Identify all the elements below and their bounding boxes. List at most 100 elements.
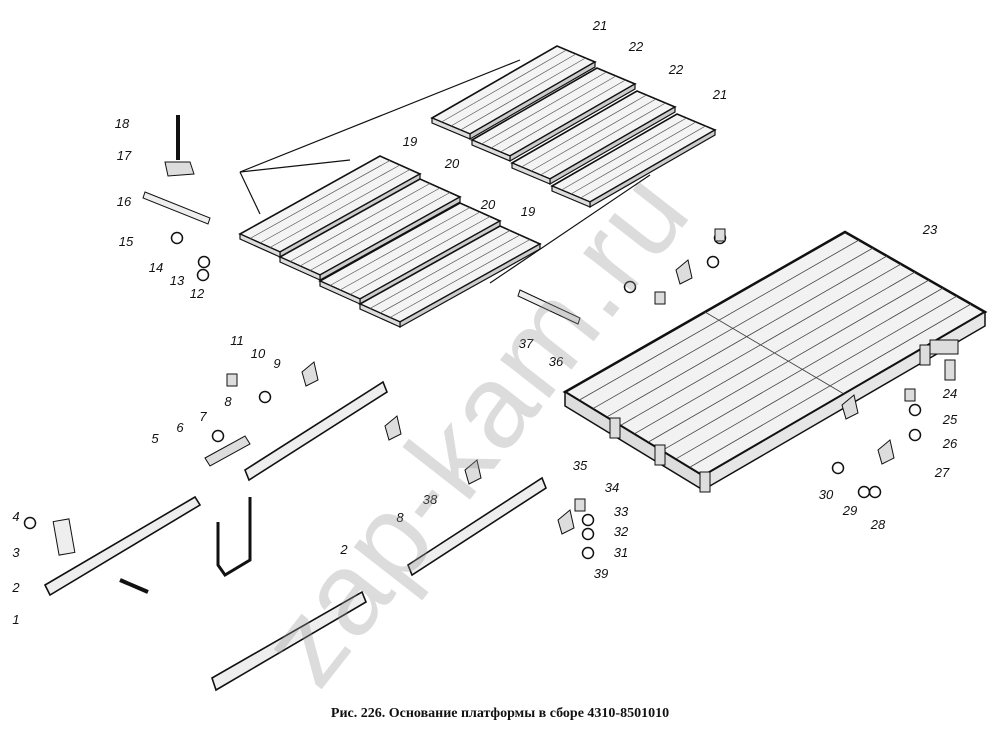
part-number-label: 32 bbox=[614, 524, 629, 539]
plank-line bbox=[450, 53, 577, 127]
side-bracket bbox=[929, 339, 959, 355]
part-number-label: 13 bbox=[170, 273, 185, 288]
part-number-label: 4 bbox=[12, 509, 19, 524]
board-lower-2 bbox=[278, 178, 462, 282]
part-number-label: 7 bbox=[199, 409, 207, 424]
board-end bbox=[471, 139, 511, 162]
part-number-label: 20 bbox=[444, 156, 460, 171]
bolt-head bbox=[904, 388, 916, 402]
part-number-label: 28 bbox=[870, 517, 886, 532]
crossbeam-8-lower bbox=[407, 476, 547, 577]
board-upper-4 bbox=[550, 113, 717, 209]
part-number-label: 2 bbox=[11, 580, 20, 595]
plank-line bbox=[580, 125, 706, 199]
part-number-label: 19 bbox=[403, 134, 417, 149]
plank-line bbox=[249, 160, 391, 239]
bolt-head bbox=[574, 498, 586, 512]
plank-line bbox=[329, 207, 471, 286]
nut-washer bbox=[623, 280, 637, 294]
part-number-label: 30 bbox=[819, 487, 834, 502]
part-number-label: 9 bbox=[273, 356, 280, 371]
part-number-label: 1 bbox=[12, 612, 19, 627]
nut-washer bbox=[581, 527, 595, 541]
plank-line bbox=[481, 71, 607, 145]
part-number-label: 29 bbox=[842, 503, 857, 518]
bracket bbox=[877, 439, 895, 465]
board-lower-3 bbox=[318, 202, 502, 306]
crossmember-end bbox=[699, 471, 711, 493]
part-number-label: 11 bbox=[230, 333, 244, 348]
nut-washer bbox=[197, 255, 211, 269]
board-end bbox=[511, 162, 551, 185]
nut-washer bbox=[857, 485, 871, 499]
part-number-label: 15 bbox=[119, 234, 134, 249]
plank-line bbox=[369, 230, 511, 309]
part-number-label: 33 bbox=[614, 504, 629, 519]
bolt-head bbox=[226, 373, 238, 387]
side-rail-2-lower bbox=[211, 590, 367, 692]
part-number-label: 21 bbox=[592, 18, 607, 33]
board-end bbox=[279, 256, 321, 281]
nut-washer bbox=[581, 513, 595, 527]
platform-assembly-23 bbox=[562, 230, 988, 493]
part-number-label: 3 bbox=[12, 545, 20, 560]
plank-line bbox=[309, 192, 451, 271]
plank-line bbox=[299, 187, 441, 267]
nut-washer bbox=[581, 546, 595, 560]
plank-line bbox=[490, 75, 617, 149]
arrow-line bbox=[489, 174, 651, 284]
figure-caption: Рис. 226. Основание платформы в сборе 43… bbox=[330, 706, 670, 721]
plank-line bbox=[521, 94, 647, 168]
bolt-head bbox=[654, 291, 666, 305]
plank-line bbox=[289, 183, 431, 262]
bracket bbox=[841, 394, 859, 420]
plank-line bbox=[570, 121, 697, 195]
part-number-label: 12 bbox=[190, 286, 205, 301]
part-number-label: 20 bbox=[480, 197, 496, 212]
strip-37 bbox=[517, 289, 581, 325]
plank-line bbox=[500, 79, 626, 153]
bracket bbox=[675, 259, 693, 285]
plank-line bbox=[441, 49, 567, 123]
crossmember-end bbox=[944, 359, 956, 381]
part-number-label: 14 bbox=[149, 260, 163, 275]
part-number-label: 10 bbox=[251, 346, 266, 361]
board-lower-1 bbox=[238, 155, 422, 259]
bracket bbox=[384, 415, 402, 441]
crossbeam-8-upper bbox=[244, 380, 388, 482]
part-number-label: 26 bbox=[942, 436, 958, 451]
plank-line bbox=[530, 98, 657, 172]
arrow-line bbox=[239, 171, 261, 215]
nut-washer bbox=[831, 461, 845, 475]
bracket bbox=[464, 459, 482, 485]
part-number-label: 37 bbox=[519, 336, 534, 351]
clamp-17 bbox=[164, 161, 195, 177]
part-number-label: 18 bbox=[115, 116, 130, 131]
part-number-label: 22 bbox=[628, 39, 644, 54]
part-number-label: 34 bbox=[605, 480, 619, 495]
board-upper-3 bbox=[510, 90, 677, 186]
part-number-label: 5 bbox=[151, 431, 159, 446]
part-number-label: 25 bbox=[942, 412, 958, 427]
plank-line bbox=[269, 169, 411, 248]
deck-joint bbox=[704, 311, 845, 395]
board-lower-4 bbox=[358, 225, 542, 329]
plank-line bbox=[540, 102, 666, 176]
part-number-label: 22 bbox=[668, 62, 684, 77]
bracket bbox=[557, 509, 575, 535]
part-number-label: 2 bbox=[339, 542, 348, 557]
part-number-label: 27 bbox=[934, 465, 950, 480]
strip-16 bbox=[142, 191, 211, 225]
part-number-label: 8 bbox=[224, 394, 232, 409]
nut-washer bbox=[196, 268, 210, 282]
nut-washer bbox=[23, 516, 37, 530]
part-number-label: 31 bbox=[614, 545, 628, 560]
part-number-label: 39 bbox=[594, 566, 608, 581]
part-number-label: 24 bbox=[942, 386, 957, 401]
part-number-label: 19 bbox=[521, 204, 535, 219]
nut-washer bbox=[258, 390, 272, 404]
part-number-label: 23 bbox=[922, 222, 938, 237]
nut-washer bbox=[211, 429, 225, 443]
part-number-label: 38 bbox=[423, 492, 438, 507]
